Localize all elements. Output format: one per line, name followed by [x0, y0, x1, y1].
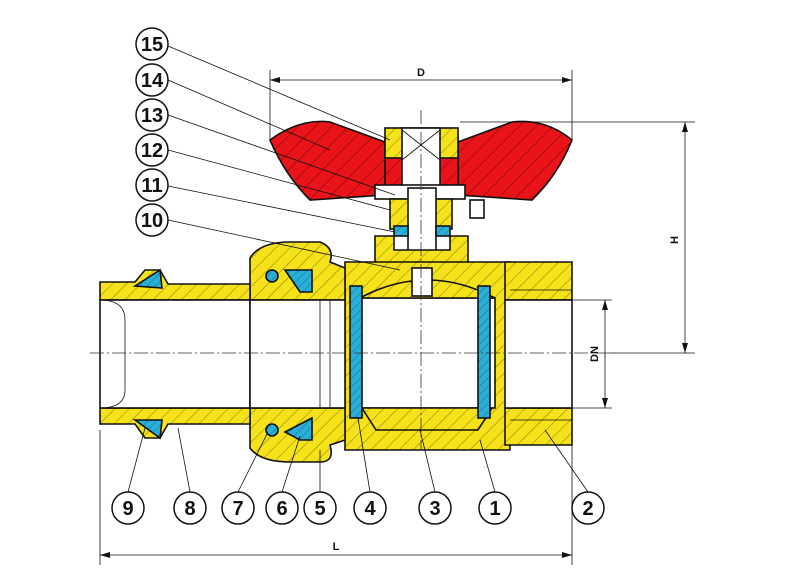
callout-14: 14 — [135, 63, 169, 97]
union-o-ring-top — [265, 269, 279, 283]
tailpiece-bore — [99, 299, 251, 409]
svg-text:12: 12 — [141, 140, 163, 162]
union-bore — [249, 299, 346, 409]
union-o-ring-bottom — [265, 423, 279, 437]
right-end-bottom — [504, 407, 573, 446]
svg-text:1: 1 — [489, 498, 500, 520]
svg-text:2: 2 — [582, 498, 593, 520]
svg-text:9: 9 — [122, 498, 133, 520]
right-bore — [504, 299, 573, 409]
svg-text:11: 11 — [141, 175, 162, 197]
stem-o-ring-right — [435, 225, 451, 237]
callout-7: 7 — [221, 491, 255, 525]
svg-text:4: 4 — [364, 498, 376, 520]
callout-4: 4 — [353, 491, 387, 525]
tailpiece-top — [99, 269, 251, 301]
svg-text:10: 10 — [141, 210, 163, 232]
svg-text:15: 15 — [141, 34, 163, 56]
stem-key — [411, 267, 433, 297]
callout-1: 1 — [478, 491, 512, 525]
callout-13: 13 — [135, 98, 169, 132]
svg-text:3: 3 — [429, 498, 440, 520]
ball-bottom — [360, 407, 494, 431]
tail-seal-bottom — [132, 419, 163, 440]
svg-text:6: 6 — [276, 498, 287, 520]
callout-6: 6 — [265, 491, 299, 525]
callout-12: 12 — [135, 133, 169, 167]
handle-stop-tab — [469, 199, 485, 219]
stem-o-ring-left — [393, 225, 409, 237]
handle-right-wing — [457, 120, 573, 201]
svg-text:8: 8 — [184, 498, 195, 520]
handle-left-wing — [269, 120, 386, 201]
callout-8: 8 — [173, 491, 207, 525]
callout-3: 3 — [418, 491, 452, 525]
callout-2: 2 — [571, 491, 605, 525]
callout-10: 10 — [135, 203, 169, 237]
tail-seal-top — [132, 268, 163, 289]
tailpiece-bottom — [99, 407, 251, 439]
svg-text:14: 14 — [141, 70, 164, 92]
svg-text:5: 5 — [314, 498, 325, 520]
dim-d-label: D — [417, 67, 425, 79]
right-end-top — [504, 261, 573, 301]
callout-5: 5 — [303, 491, 337, 525]
union-gasket-top — [283, 269, 313, 293]
callout-15: 15 — [135, 27, 169, 61]
seat-right — [477, 285, 491, 419]
union-gasket-bottom — [283, 416, 313, 441]
callout-11: 11 — [135, 168, 169, 202]
svg-text:13: 13 — [141, 105, 163, 127]
svg-text:7: 7 — [232, 498, 243, 520]
callout-9: 9 — [111, 491, 145, 525]
dim-dn-label: DN — [589, 346, 601, 362]
dim-l-label: L — [333, 541, 340, 553]
seat-left — [349, 285, 363, 419]
dim-h-label: H — [669, 236, 681, 244]
